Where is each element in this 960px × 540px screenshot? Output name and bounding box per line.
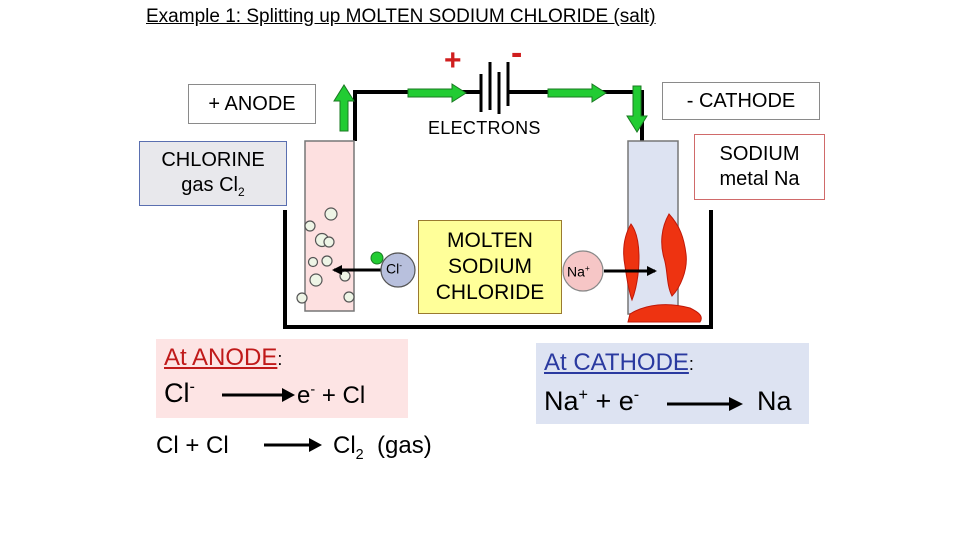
chlorine-gas-bubbles — [296, 207, 355, 304]
sodium-metal-blobs — [623, 213, 702, 323]
cathode-reaction-arrow — [667, 397, 743, 411]
electrons-label: ELECTRONS — [428, 118, 541, 138]
anode-reaction-arrow — [222, 388, 295, 402]
electron-flow-arrows — [333, 83, 648, 133]
chlorine-combination-reactant: Cl + Cl — [156, 432, 229, 459]
cl-ion-circle — [380, 252, 416, 288]
na-ion-circle — [562, 250, 604, 292]
diagram-title: Example 1: Splitting up MOLTEN SODIUM CH… — [146, 6, 656, 27]
anode-reactant: Cl- — [164, 378, 195, 408]
molten-line-3: CHLORIDE — [435, 281, 545, 305]
molten-line-1: MOLTEN — [447, 228, 533, 252]
battery-icon — [479, 62, 510, 114]
anode-equation-title: At ANODE: — [164, 344, 283, 371]
chlorine-combination-arrow — [264, 438, 322, 452]
molten-line-2: SODIUM — [448, 254, 532, 278]
cathode-product: Na — [757, 386, 792, 416]
battery-positive-sign: + — [444, 44, 462, 77]
anode-product: e- + Cl — [297, 382, 366, 409]
cl-ion-label: Cl- — [386, 260, 403, 277]
chlorine-line-2: gas Cl2 — [181, 173, 245, 199]
na-ion-label: Na+ — [567, 263, 590, 280]
cathode-reactant: Na+ + e- — [544, 386, 640, 416]
arrow-down-cathode — [626, 85, 648, 133]
cathode-equation-title: At CATHODE: — [544, 349, 694, 376]
anode-equation-panel — [156, 339, 408, 418]
arrow-right-wire-left — [407, 83, 467, 103]
cathode-label: - CATHODE — [662, 82, 820, 120]
chlorine-gas-label: CHLORINE gas Cl2 — [139, 141, 287, 206]
cathode-equation-panel — [536, 343, 809, 424]
molten-salt-tank — [283, 210, 713, 329]
arrow-up-anode — [333, 84, 355, 132]
electron-dot — [370, 251, 384, 265]
sodium-line-2: metal Na — [719, 168, 800, 190]
chlorine-combination-product: Cl2 (gas) — [333, 432, 432, 463]
molten-sodium-chloride-label: MOLTEN SODIUM CHLORIDE — [418, 220, 562, 314]
battery-negative-sign: - — [511, 34, 523, 72]
anode-label: + ANODE — [188, 84, 316, 124]
arrow-right-wire-right — [547, 83, 607, 103]
sodium-line-1: SODIUM — [719, 143, 800, 165]
sodium-metal-label: SODIUM metal Na — [694, 134, 825, 200]
chlorine-line-1: CHLORINE — [161, 148, 265, 171]
